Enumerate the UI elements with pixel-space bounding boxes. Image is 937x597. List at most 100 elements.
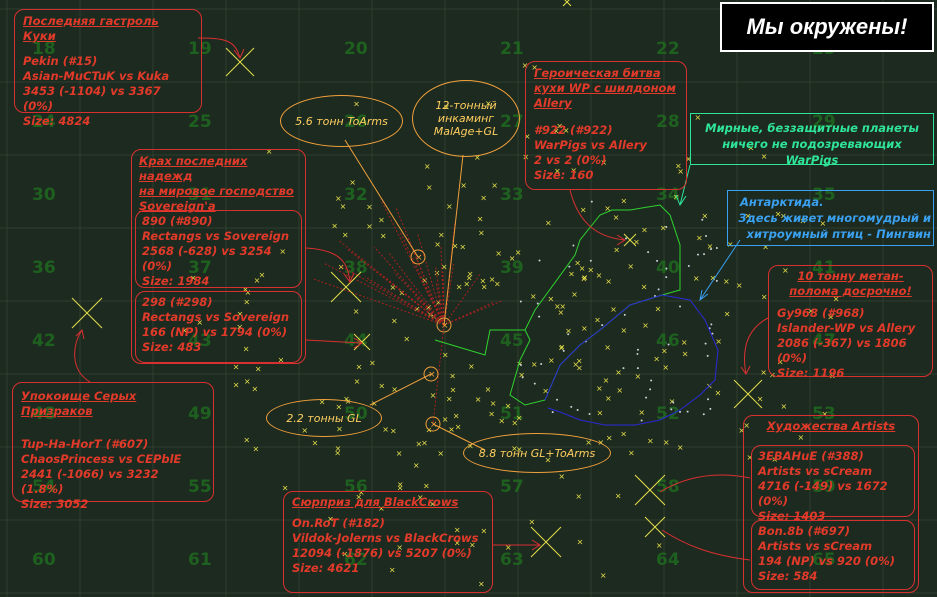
- battle-line: Size: 4621: [292, 561, 360, 575]
- planet-marker: ×: [545, 219, 552, 228]
- note-line: Мирные, беззащитные планеты: [705, 121, 919, 135]
- grid-cell-label: 40: [656, 258, 680, 278]
- planet-marker: ×: [559, 302, 566, 311]
- battle-title: Упокоище Серых Призраков: [21, 389, 137, 418]
- planet-marker: ×: [723, 277, 730, 286]
- planet-marker: ×: [613, 213, 620, 222]
- planet-marker: ×: [382, 425, 389, 434]
- planet-marker: ×: [685, 154, 692, 163]
- grid-cell-label: 22: [656, 39, 680, 59]
- planet-marker: ×: [761, 293, 768, 302]
- planet-dot: [686, 410, 689, 413]
- target-cross: [733, 379, 763, 409]
- planet-marker: ×: [396, 449, 403, 458]
- battle-line: 3EBAHuE (#388): [758, 449, 864, 463]
- fleet-oval-8-8[interactable]: 8.8 тонн GL+ToArms: [463, 433, 611, 473]
- planet-marker: ×: [709, 273, 716, 282]
- planet-marker: ×: [478, 579, 485, 588]
- planet-marker: ×: [455, 422, 462, 431]
- planet-marker: ×: [403, 334, 410, 343]
- battle-line: Artists vs sCream: [758, 464, 873, 478]
- attack-line: [435, 281, 445, 326]
- attack-line: [414, 296, 445, 326]
- attack-line: [399, 230, 445, 326]
- planet-marker: ×: [442, 350, 449, 359]
- planet-marker: ×: [530, 292, 537, 301]
- planet-marker: ×: [745, 212, 752, 221]
- battle-sub-697[interactable]: Bon.8b (#697) Artists vs sCream 194 (NP)…: [751, 520, 915, 590]
- planet-marker: ×: [459, 243, 466, 252]
- target-cross: [530, 526, 562, 558]
- planet-marker: ×: [821, 409, 828, 418]
- planet-marker: ×: [655, 305, 662, 314]
- grid-cell-label: 41: [812, 258, 836, 278]
- battle-box-krakh[interactable]: Крах последних надежд на мировое господс…: [131, 149, 306, 364]
- planet-marker: ×: [450, 385, 457, 394]
- target-cross: [634, 474, 666, 506]
- battle-box-geroich[interactable]: Героическая битва кухи WP с шилдоном All…: [525, 61, 687, 190]
- planet-marker: ×: [243, 435, 250, 444]
- planet-marker: ×: [715, 337, 722, 346]
- planet-dot: [572, 244, 575, 247]
- planet-marker: ×: [396, 543, 403, 552]
- grid-cell-label: 43: [188, 331, 212, 351]
- planet-marker: ×: [581, 324, 588, 333]
- planet-marker: ×: [468, 362, 475, 371]
- planet-marker: ×: [236, 322, 243, 331]
- planet-marker: ×: [448, 425, 455, 434]
- planet-dot: [538, 315, 541, 318]
- planet-marker: ×: [490, 399, 497, 408]
- planet-dot: [645, 396, 648, 399]
- planet-marker: ×: [518, 371, 525, 380]
- planet-marker: ×: [693, 274, 700, 283]
- battle-sub-298[interactable]: 298 (#298) Rectangs vs Sovereign 166 (NP…: [135, 291, 302, 363]
- battle-box-tonnu[interactable]: 10 тонну метан- полома досрочно! Gy968 (…: [768, 265, 933, 380]
- target-cross: [353, 333, 371, 351]
- fleet-ring-mark: ×: [415, 253, 423, 263]
- battle-title: Sovereign'а: [139, 199, 216, 213]
- planet-marker: ×: [661, 346, 668, 355]
- planet-marker: ×: [421, 439, 428, 448]
- attack-line: [311, 278, 445, 326]
- planet-marker: ×: [757, 394, 764, 403]
- battle-box-khudozh[interactable]: Художества Artists 3EBAHuE (#388) Artist…: [743, 415, 919, 593]
- battle-box-kuki[interactable]: Последняя гастроль Куки Pekin (#15) Asia…: [14, 9, 202, 128]
- fleet-oval-12[interactable]: 12-тонный инкаминг MalAge+GL: [412, 80, 520, 157]
- fleet-oval-2-2[interactable]: 2.2 тонны GL: [266, 399, 382, 437]
- planet-marker: ×: [727, 240, 734, 249]
- battle-line: 3453 (-1104) vs 3367 (0%): [23, 84, 161, 113]
- oval-line: MalAge+GL: [433, 125, 499, 138]
- planet-marker: ×: [242, 285, 249, 294]
- planet-marker: ×: [335, 444, 342, 453]
- target-cross: [71, 297, 103, 329]
- planet-marker: ×: [243, 344, 250, 353]
- planet-dot: [601, 324, 604, 327]
- planet-marker: ×: [397, 480, 404, 489]
- planet-marker: ×: [342, 230, 349, 239]
- battle-box-upokoishche[interactable]: Упокоище Серых Призраков Tup-Ha-HorT (#6…: [12, 382, 214, 511]
- grid-cell-label: 60: [32, 550, 56, 570]
- target-cross: [623, 233, 637, 247]
- battle-sub-890[interactable]: 890 (#890) Rectangs vs Sovereign 2568 (-…: [135, 210, 302, 288]
- target-cross: [644, 516, 666, 538]
- planet-marker: ×: [335, 194, 342, 203]
- battle-sub-388[interactable]: 3EBAHuE (#388) Artists vs sCream 4716 (-…: [751, 445, 915, 523]
- planet-marker: ×: [780, 211, 787, 220]
- planet-marker: ×: [356, 363, 363, 372]
- note-mirnye: Мирные, беззащитные планеты ничего не по…: [690, 113, 934, 167]
- battle-line: 4716 (-149) vs 1672 (0%): [758, 479, 888, 508]
- planet-marker: ×: [414, 305, 421, 314]
- fleet-oval-5-6[interactable]: 5.6 тонн ToArms: [280, 95, 403, 147]
- planet-marker: ×: [481, 282, 488, 291]
- note-line: хитроумный птиц - Пингвин: [746, 227, 931, 241]
- planet-marker: ×: [397, 484, 404, 493]
- planet-dot: [706, 354, 709, 357]
- battle-line: On.RoT (#182): [292, 516, 385, 530]
- battle-box-surpriz[interactable]: Сюрприз для BlackCrows On.RoT (#182) Vil…: [283, 491, 493, 593]
- planet-dot: [649, 388, 652, 391]
- planet-marker: ×: [380, 232, 387, 241]
- planet-marker: ×: [244, 288, 251, 297]
- planet-dot: [540, 363, 543, 366]
- planet-marker: ×: [426, 183, 433, 192]
